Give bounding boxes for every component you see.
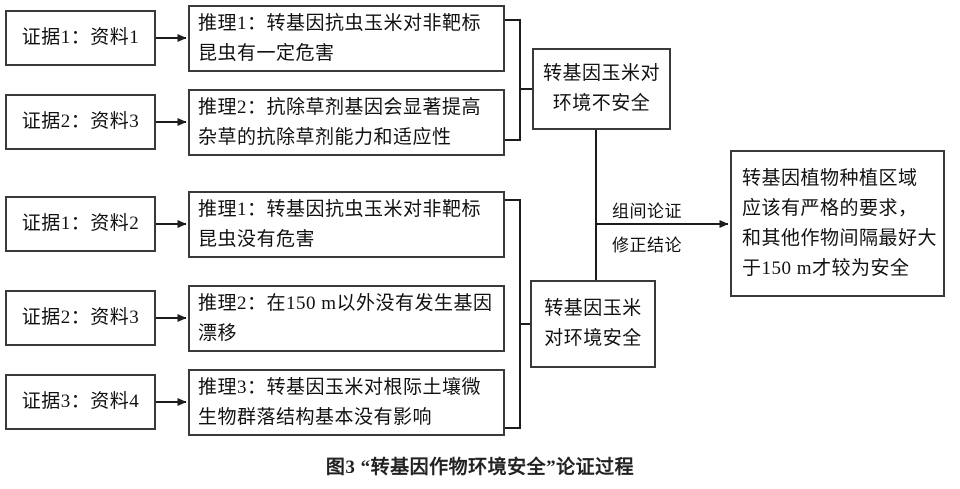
reasoning-line: 推理2：抗除草剂基因会显著提高 <box>198 96 482 118</box>
reasoning-box-4[interactable]: 推理2：在150 m以外没有发生基因 漂移 <box>188 285 505 352</box>
evidence-box-4[interactable]: 证据2：资料3 <box>5 290 156 346</box>
conclusion-line: 和其他作物间隔最好大 <box>742 227 938 249</box>
reasoning-line: 昆虫有一定危害 <box>198 42 335 64</box>
reasoning-box-5[interactable]: 推理3：转基因玉米对根际土壤微 生物群落结构基本没有影响 <box>188 369 505 436</box>
conclusion-box[interactable]: 转基因植物种植区域 应该有严格的要求， 和其他作物间隔最好大 于150 m才较为… <box>730 150 945 297</box>
bracket-safe-group <box>505 199 521 429</box>
verdict-line: 转基因玉米 <box>544 298 642 319</box>
reasoning-line: 推理2：在150 m以外没有发生基因 <box>198 292 493 314</box>
evidence-label: 证据2：资料3 <box>21 307 140 328</box>
verdict-line: 转基因玉米对 <box>542 63 660 84</box>
reasoning-line: 推理1：转基因抗虫玉米对非靶标 <box>198 198 482 220</box>
reasoning-line: 生物群落结构基本没有影响 <box>198 406 433 428</box>
reasoning-line: 推理1：转基因抗虫玉米对非靶标 <box>198 12 482 34</box>
evidence-label: 证据2：资料3 <box>21 111 140 132</box>
evidence-label: 证据1：资料2 <box>21 213 140 234</box>
figure-caption: 图3 “转基因作物环境安全”论证过程 <box>325 457 635 478</box>
reasoning-line: 杂草的抗除草剂能力和适应性 <box>198 126 452 148</box>
edge-label-bottom: 修正结论 <box>612 236 682 255</box>
verdict-box-safe[interactable]: 转基因玉米 对环境安全 <box>530 280 656 368</box>
reasoning-line: 漂移 <box>198 322 238 344</box>
reasoning-line: 推理3：转基因玉米对根际土壤微 <box>198 376 482 398</box>
evidence-box-5[interactable]: 证据3：资料4 <box>5 374 156 430</box>
reasoning-box-2[interactable]: 推理2：抗除草剂基因会显著提高 杂草的抗除草剂能力和适应性 <box>188 89 505 156</box>
evidence-label: 证据3：资料4 <box>21 391 140 412</box>
edge-label-top: 组间论证 <box>612 202 682 221</box>
conclusion-line: 应该有严格的要求， <box>742 197 918 219</box>
bracket-unsafe-group <box>505 19 521 141</box>
conclusion-line: 于150 m才较为安全 <box>742 257 910 279</box>
verdict-line: 对环境安全 <box>544 328 642 349</box>
verdict-box-unsafe[interactable]: 转基因玉米对 环境不安全 <box>532 48 671 130</box>
evidence-label: 证据1：资料1 <box>21 27 140 48</box>
reasoning-box-3[interactable]: 推理1：转基因抗虫玉米对非靶标 昆虫没有危害 <box>188 191 505 258</box>
evidence-box-2[interactable]: 证据2：资料3 <box>5 94 156 150</box>
evidence-box-3[interactable]: 证据1：资料2 <box>5 196 156 252</box>
conclusion-line: 转基因植物种植区域 <box>742 167 918 189</box>
reasoning-line: 昆虫没有危害 <box>198 228 316 250</box>
verdict-line: 环境不安全 <box>552 93 651 114</box>
reasoning-box-1[interactable]: 推理1：转基因抗虫玉米对非靶标 昆虫有一定危害 <box>188 5 505 72</box>
evidence-box-1[interactable]: 证据1：资料1 <box>5 10 156 66</box>
